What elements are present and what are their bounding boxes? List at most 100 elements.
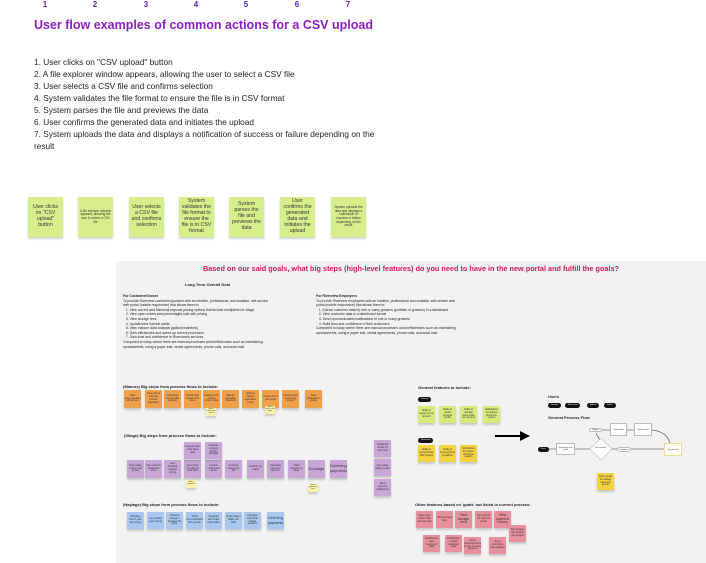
manure-sticky: View current and past manure application xyxy=(145,390,162,408)
step-item: 6. User confirms the generated data and … xyxy=(34,117,255,127)
flow-step: Create profile xyxy=(610,423,627,436)
step-number: 4 xyxy=(193,0,199,9)
other-feature-sticky: View open orders with percent sold xyxy=(416,511,433,528)
flow-note-sticky: Admin guide to manage users and access xyxy=(597,473,614,490)
silage-sticky: Dockage xyxy=(308,460,325,478)
users-label: Users xyxy=(548,394,560,399)
silage-label: (Silage) Big steps from process flows to… xyxy=(124,433,217,438)
arrow-icon xyxy=(520,431,530,441)
haylage-sticky: Standing feed / year flat pricing xyxy=(127,512,144,529)
grower-pill: Grower xyxy=(418,397,432,402)
haylage-sticky: Deferring payments xyxy=(267,512,284,529)
steps-list: 1. User clicks on "CSV upload" button 2.… xyxy=(34,56,394,152)
employee-goal-line: 4. Build trust and confidence of their c… xyxy=(316,321,390,326)
step-number: 6 xyxy=(294,0,300,9)
note-sticky: Need to confirm data source xyxy=(206,408,216,416)
step-number: 5 xyxy=(243,0,249,9)
silage-sticky: Contract pricing per ton xyxy=(225,460,242,478)
customer-goal-line: 6. Gain efficiencies and speed up curren… xyxy=(123,330,204,335)
haylage-sticky: Commodity type pricing xyxy=(147,512,164,529)
customer-goal-line: 1. View current and historical regional … xyxy=(123,307,255,312)
flow-register: Register xyxy=(589,428,602,432)
haylage-sticky: Track communication with grower xyxy=(186,512,203,529)
riverview-feature-sticky: Ability to communicate with growers xyxy=(418,445,435,462)
customer-goal-line: To provide Riverview customers/growers w… xyxy=(123,298,269,303)
step-item: 2. A file explorer window appears, allow… xyxy=(34,69,295,79)
manure-sticky: Download manure data analysis xyxy=(164,390,181,408)
manure-sticky: Create end of year report xyxy=(262,390,279,408)
silage-sticky: Track silage contract with grower xyxy=(127,460,144,478)
silage-sticky: View contract details and terms xyxy=(145,460,162,478)
silage-sticky: Calculate moisture (shrink) dockage xyxy=(205,442,222,459)
flow-step: Grower logs in to portal xyxy=(556,443,575,455)
customer-goal-line: 5. View manure data analysis (gallons/nu… xyxy=(123,326,198,331)
user-pill: Admin xyxy=(587,403,600,408)
step-sticky: System parses the file and previews the … xyxy=(229,197,264,237)
step-sticky: System validates the file format to ensu… xyxy=(179,197,214,237)
manure-sticky: Approve manure application invoice xyxy=(242,390,259,408)
customer-goal-line: web portal (mobile responsive) that allo… xyxy=(123,303,200,308)
manure-sticky: Identify field location and acres xyxy=(184,390,201,408)
employee-goal-line: 1. Extract customer data by one or many … xyxy=(316,307,449,312)
employee-goal-line: portal (mobile responsive) that allows t… xyxy=(316,303,386,308)
user-pill: Riverview xyxy=(565,403,581,408)
customer-goal-line: 2. View open orders and percentages sold… xyxy=(123,312,208,317)
other-feature-sticky: Dashboard extract customer data xyxy=(445,535,462,552)
flow-yes: Dashboard xyxy=(617,447,631,452)
silage-sticky: Integrate with scale ticket data xyxy=(184,442,201,459)
silage-sticky: Deferring payments xyxy=(330,460,347,478)
panel-heading: Based on our said goals, what big steps … xyxy=(203,264,619,273)
manure-sticky: Integrate with existing location data xyxy=(203,390,220,408)
haylage-sticky: Allowed storage / haylage flat price xyxy=(166,512,183,529)
grower-feature-sticky: Ability to manage users under one accoun… xyxy=(460,406,477,423)
silage-sticky: Confirm contracted acres xyxy=(205,460,222,478)
manure-sticky: Integrate with accounting system xyxy=(282,390,299,408)
step-item: 4. System validates the file format to e… xyxy=(34,93,285,103)
user-pill: Seller xyxy=(604,403,616,408)
employee-goal-title: For Riverview Employees xyxy=(316,294,358,298)
employee-goal-line: 3. Send communication/notifications to o… xyxy=(316,316,410,321)
grower-feature-sticky: Ability to create personal profile xyxy=(439,406,456,423)
manure-sticky: Manure spreading schedule xyxy=(222,390,239,408)
flow-decision: Has account? xyxy=(595,447,607,449)
silage-sticky: Calculate payment amount xyxy=(267,460,284,478)
user-pill: Grower xyxy=(548,403,562,408)
step-number: 7 xyxy=(345,0,351,9)
other-feature-sticky: Dashboard view customer data xyxy=(423,535,440,552)
other-feature-sticky: View storage fees xyxy=(455,511,472,528)
employee-goal-line: To provide Riverview employees with an i… xyxy=(316,298,456,303)
grower-feature-sticky: Notifications for actions during the sea… xyxy=(483,406,500,423)
note-sticky: Need to confirm data xyxy=(186,480,196,488)
grower-feature-sticky: Ability to register for an account xyxy=(418,406,435,423)
haylage-label: (Haylage) Big steps from process flows t… xyxy=(123,502,220,507)
employee-goal: For Riverview Employees To provide River… xyxy=(316,294,496,335)
step-item: 3. User selects a CSV file and confirms … xyxy=(34,81,213,91)
riverview-pill: Riverview xyxy=(418,438,434,443)
step-sticky: User selects a CSV file and confirms sel… xyxy=(129,197,164,237)
other-feature-sticky: View storage fees xyxy=(436,511,453,528)
step-sticky: A file explorer window appears, allowing… xyxy=(78,197,113,237)
customer-goal-line: 4. Update/view harvest yields xyxy=(123,321,170,326)
flow-step: Verify account xyxy=(634,423,652,436)
flow-label: General Process Flow xyxy=(548,415,590,420)
step-sticky: User confirms the generated data and ini… xyxy=(280,197,315,237)
step-item: 5. System parses the file and previews t… xyxy=(34,105,209,115)
step-number: 2 xyxy=(92,0,98,9)
flow-end: View features xyxy=(664,443,682,456)
riverview-feature-sticky: Ability to invite growers to platform xyxy=(439,445,456,462)
manure-sticky: Track communication with grower xyxy=(124,390,141,408)
other-feature-sticky: Send announcements to one or many grower… xyxy=(464,537,481,554)
customer-goal-line: 3. View storage fees xyxy=(123,316,157,321)
customer-goal-line: 7. Gain trust and confidence in Rivervie… xyxy=(123,335,204,340)
step-sticky: User clicks on "CSV upload" button xyxy=(28,197,63,237)
silage-sticky: Upload lab results for each load xyxy=(374,440,391,457)
customer-goal-line: Compared to today where there are manual… xyxy=(123,339,263,344)
step-number: 3 xyxy=(143,0,149,9)
employee-goal-line: 2. View customer data in a dashboard for… xyxy=(316,312,387,317)
manure-sticky: Send notification to grower xyxy=(305,390,322,408)
other-features-label: Other features based on 'goals' not list… xyxy=(415,502,531,507)
page-title: User flow examples of common actions for… xyxy=(34,18,373,32)
note-sticky: Need to discuss with team xyxy=(265,406,275,414)
riverview-feature-sticky: Notifications for actions during the sea… xyxy=(460,445,477,462)
other-feature-sticky: Send reminders and updates xyxy=(489,537,506,554)
